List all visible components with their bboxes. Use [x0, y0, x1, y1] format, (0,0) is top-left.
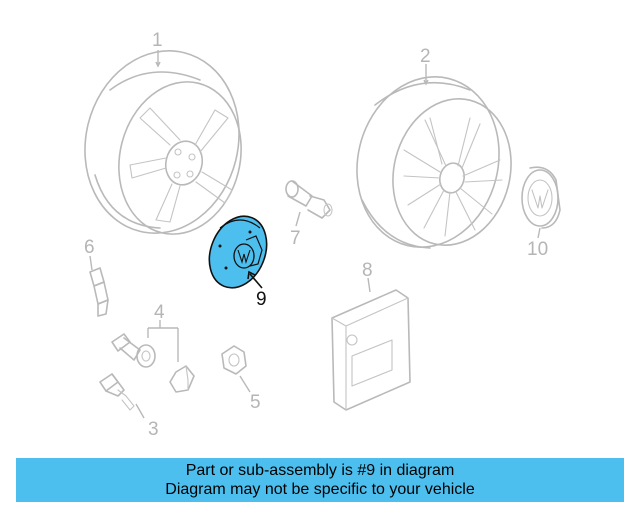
hub-cap-9: [208, 215, 268, 289]
wheel-bolt-4: [111, 333, 195, 393]
banner-line-2: Diagram may not be specific to your vehi…: [165, 481, 475, 498]
valve-stem-6: [89, 267, 109, 317]
callout-3: 3: [148, 419, 159, 440]
callout-9: 9: [256, 289, 267, 310]
wheel-2: [356, 76, 512, 249]
lug-nut-5: [221, 345, 247, 375]
callout-8: 8: [362, 260, 373, 281]
wheel-1: [84, 50, 242, 235]
callout-6: 6: [84, 237, 95, 258]
callout-10: 10: [527, 239, 548, 260]
callout-7: 7: [290, 228, 301, 249]
callout-4: 4: [154, 302, 165, 323]
callout-2: 2: [420, 46, 431, 67]
callout-5: 5: [250, 392, 261, 413]
banner-line-1: Part or sub-assembly is #9 in diagram: [185, 462, 455, 479]
wheel-bolt-3: [99, 373, 135, 411]
leader-lines: [89, 50, 541, 419]
center-cap-10: [521, 166, 561, 229]
parts-diagram: 1 2 3 4 5 6 7 8 9 10: [84, 30, 561, 440]
manual-8: [331, 289, 411, 411]
tpms-valve-7: [285, 180, 333, 219]
callout-1: 1: [152, 30, 163, 51]
info-banner: Part or sub-assembly is #9 in diagram Di…: [16, 458, 624, 502]
